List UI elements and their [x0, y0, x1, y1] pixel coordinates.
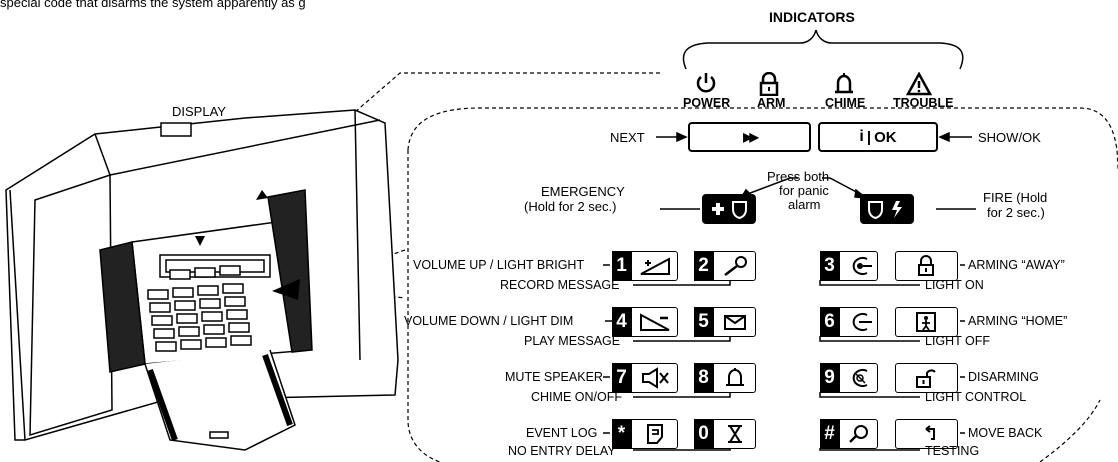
- emergency-hold-label: (Hold for 2 sec.): [524, 199, 617, 214]
- volume-up-icon: [640, 256, 670, 275]
- padlock-icon: [759, 72, 779, 96]
- light-on-label: LIGHT ON: [925, 278, 984, 292]
- event-log-label: EVENT LOG: [526, 426, 598, 440]
- indicators-title: INDICATORS: [769, 9, 855, 25]
- indicator-chime-label: CHIME: [825, 96, 866, 110]
- key-5[interactable]: 5: [693, 306, 756, 337]
- key-0-number: 0: [693, 418, 714, 449]
- key-9-number: 9: [819, 362, 840, 393]
- key-8[interactable]: 8: [693, 362, 756, 393]
- fire-icons: [868, 201, 902, 220]
- no-entry-delay-label: NO ENTRY DELAY: [508, 444, 616, 458]
- panic-line-1: Press both: [767, 169, 830, 184]
- light-on-icon: [852, 256, 872, 275]
- arming-home-label: ARMING “HOME”: [968, 314, 1068, 328]
- display-label: DISPLAY: [172, 104, 226, 119]
- key-star[interactable]: *: [611, 418, 678, 449]
- key-1-number: 1: [611, 250, 632, 281]
- light-control-label: LIGHT CONTROL: [925, 390, 1027, 404]
- chime-bell-icon: [726, 367, 744, 386]
- emergency-label: EMERGENCY: [541, 184, 625, 199]
- indicator-arm-label: ARM: [757, 96, 786, 110]
- indicator-power-label: POWER: [683, 96, 731, 110]
- key-3[interactable]: 3: [819, 250, 878, 281]
- panic-line-2: for panic: [779, 183, 829, 198]
- fire-hold-label: for 2 sec.): [987, 205, 1045, 220]
- envelope-icon: [724, 314, 746, 330]
- no-entry-delay-icon: [728, 424, 742, 443]
- volume-down-label: VOLUME DOWN / LIGHT DIM: [404, 314, 574, 328]
- key-9[interactable]: 9: [819, 362, 878, 393]
- disarming-label: DISARMING: [968, 370, 1039, 384]
- move-back-label: MOVE BACK: [968, 426, 1043, 440]
- arming-away-label: ARMING “AWAY”: [968, 258, 1065, 272]
- key-3-number: 3: [819, 250, 840, 281]
- key-7[interactable]: 7: [611, 362, 678, 393]
- microphone-icon: [724, 255, 747, 276]
- indicator-trouble-label: TROUBLE: [893, 96, 954, 110]
- back-arrow-icon: [925, 424, 935, 440]
- record-message-label: RECORD MESSAGE: [500, 278, 620, 292]
- show-ok-separator: |: [866, 128, 872, 146]
- next-button[interactable]: ▶▶: [688, 122, 811, 152]
- volume-up-label: VOLUME UP / LIGHT BRIGHT: [413, 258, 585, 272]
- show-ok-button[interactable]: i | OK: [818, 122, 938, 152]
- move-back-button[interactable]: [895, 419, 958, 449]
- ok-text: OK: [874, 128, 897, 146]
- chime-on-off-label: CHIME ON/OFF: [531, 390, 622, 404]
- top-caption-text: special code that disarms the system app…: [0, 0, 306, 10]
- warning-triangle-icon: [906, 72, 932, 96]
- padlock-closed-icon: [918, 254, 934, 276]
- emergency-icons: [712, 201, 747, 220]
- light-off-label: LIGHT OFF: [925, 334, 991, 348]
- fire-button[interactable]: [860, 194, 914, 224]
- key-2-number: 2: [693, 250, 714, 281]
- panic-line-3: alarm: [788, 197, 821, 212]
- key-5-number: 5: [693, 306, 714, 337]
- play-message-label: PLAY MESSAGE: [524, 334, 621, 348]
- key-star-symbol: *: [611, 418, 632, 449]
- show-ok-label: SHOW/OK: [978, 130, 1041, 145]
- arm-home-button[interactable]: [895, 307, 958, 337]
- key-hash[interactable]: #: [819, 418, 878, 449]
- padlock-open-icon: [916, 368, 936, 388]
- key-1[interactable]: 1: [611, 250, 678, 281]
- emergency-button[interactable]: [702, 194, 756, 224]
- key-7-number: 7: [611, 362, 632, 393]
- key-hash-symbol: #: [819, 418, 840, 449]
- light-off-icon: [852, 312, 872, 331]
- fire-label: FIRE (Hold: [983, 190, 1048, 205]
- power-icon: [696, 73, 716, 93]
- home-person-icon: [916, 311, 936, 332]
- mute-speaker-icon: [642, 366, 669, 389]
- key-2[interactable]: 2: [693, 250, 756, 281]
- volume-down-icon: [640, 312, 670, 331]
- key-6-number: 6: [819, 306, 840, 337]
- next-label: NEXT: [610, 130, 645, 145]
- testing-label: TESTING: [925, 444, 980, 458]
- magnifier-icon: [849, 424, 868, 443]
- event-log-icon: [647, 423, 663, 444]
- light-control-icon: [852, 368, 868, 387]
- bell-icon: [835, 73, 853, 94]
- key-4-number: 4: [611, 306, 632, 337]
- key-0[interactable]: 0: [693, 418, 756, 449]
- arm-away-button[interactable]: [895, 251, 958, 281]
- key-4[interactable]: 4: [611, 306, 678, 337]
- disarm-button[interactable]: [895, 363, 958, 393]
- mute-speaker-label: MUTE SPEAKER: [505, 370, 603, 384]
- info-icon: i: [859, 128, 864, 145]
- key-6[interactable]: 6: [819, 306, 878, 337]
- key-8-number: 8: [693, 362, 714, 393]
- fast-forward-icon: ▶▶: [743, 130, 759, 144]
